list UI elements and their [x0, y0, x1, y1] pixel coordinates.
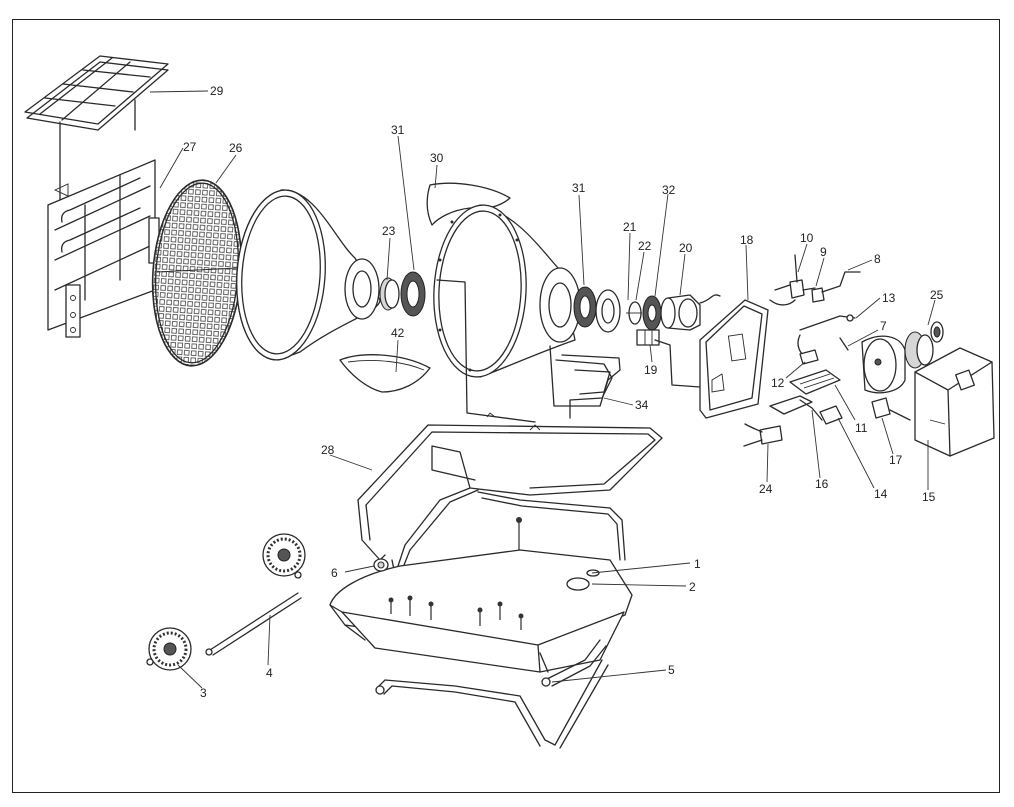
- callout-21: 21: [623, 220, 637, 234]
- callout-26: 26: [229, 141, 243, 155]
- callout-19: 19: [644, 363, 658, 377]
- part-18-control-panel-plate: [699, 299, 769, 419]
- part-6-fuel-gauge: [373, 558, 389, 572]
- callout-20: 20: [679, 241, 693, 255]
- callout-22: 22: [638, 239, 652, 253]
- part-42-heat-shield: [339, 354, 431, 393]
- part-26-mesh-guard: [151, 179, 243, 367]
- callout-11: 11: [855, 421, 868, 435]
- part-27-frame-bracket: [47, 159, 160, 338]
- part-15-side-cover: [914, 347, 995, 457]
- callout-12: 12: [771, 376, 785, 390]
- callout-29: 29: [210, 84, 224, 98]
- callout-18: 18: [740, 233, 754, 247]
- callout-32: 32: [662, 183, 676, 197]
- callout-24: 24: [759, 482, 773, 496]
- callout-27: 27: [183, 140, 197, 154]
- part-24-wire-harness: [743, 423, 783, 447]
- callout-34: 34: [635, 398, 649, 412]
- callout-labels: 29 27 26 31 30 23 42 31 21 22 32 20 18 1…: [183, 84, 944, 700]
- callout-31-left: 31: [391, 123, 405, 137]
- callout-6: 6: [331, 566, 338, 580]
- callout-17: 17: [889, 453, 903, 467]
- diagram-frame: [12, 19, 1000, 793]
- callout-7: 7: [880, 319, 887, 333]
- callout-2: 2: [689, 580, 696, 594]
- part-3-wheel-upper: [262, 533, 306, 579]
- part-17-capacitor: [871, 397, 911, 421]
- part-22-nozzle: [626, 301, 642, 325]
- parts-8-9-10-13-electrical: [769, 254, 861, 359]
- part-7-fan-housing: [861, 335, 906, 394]
- part-28-handle-frame: [357, 424, 663, 601]
- callout-5: 5: [668, 663, 675, 677]
- callout-4: 4: [266, 666, 273, 680]
- callout-15: 15: [922, 490, 936, 504]
- callout-23: 23: [382, 224, 396, 238]
- part-11-14-circuit-board: [769, 369, 843, 425]
- part-21-flange: [595, 289, 621, 333]
- fuel-tank: [329, 517, 633, 673]
- part-34-fuel-lines: [436, 279, 701, 431]
- part-23-collar: [379, 277, 400, 311]
- callout-1: 1: [694, 557, 701, 571]
- callout-leader-lines: [149, 90, 936, 689]
- callout-25: 25: [930, 288, 944, 302]
- part-19-ignitor: [636, 329, 660, 346]
- part-31-gasket-left: [400, 271, 426, 317]
- callout-10: 10: [800, 231, 814, 245]
- part-29-top-guard: [24, 55, 169, 201]
- callout-16: 16: [815, 477, 829, 491]
- part-25-motor: [904, 321, 944, 369]
- callout-9: 9: [820, 245, 827, 259]
- callout-13: 13: [882, 291, 896, 305]
- front-cone-shell: [236, 189, 381, 361]
- part-3-wheel-lower: [146, 627, 213, 671]
- part-12-relay: [799, 349, 819, 365]
- part-32-gasket: [642, 295, 662, 331]
- part-31-gasket-right: [573, 286, 597, 328]
- callout-28: 28: [321, 443, 335, 457]
- callout-42: 42: [391, 326, 405, 340]
- part-5-base-stand: [375, 639, 609, 749]
- part-20-pump-motor: [660, 294, 721, 331]
- callout-3: 3: [200, 686, 207, 700]
- callout-30: 30: [430, 151, 444, 165]
- combustion-chamber: [433, 204, 581, 378]
- callout-14: 14: [874, 487, 888, 501]
- part-4-axle: [209, 592, 302, 656]
- callout-31-right: 31: [572, 181, 586, 195]
- callout-8: 8: [874, 252, 881, 266]
